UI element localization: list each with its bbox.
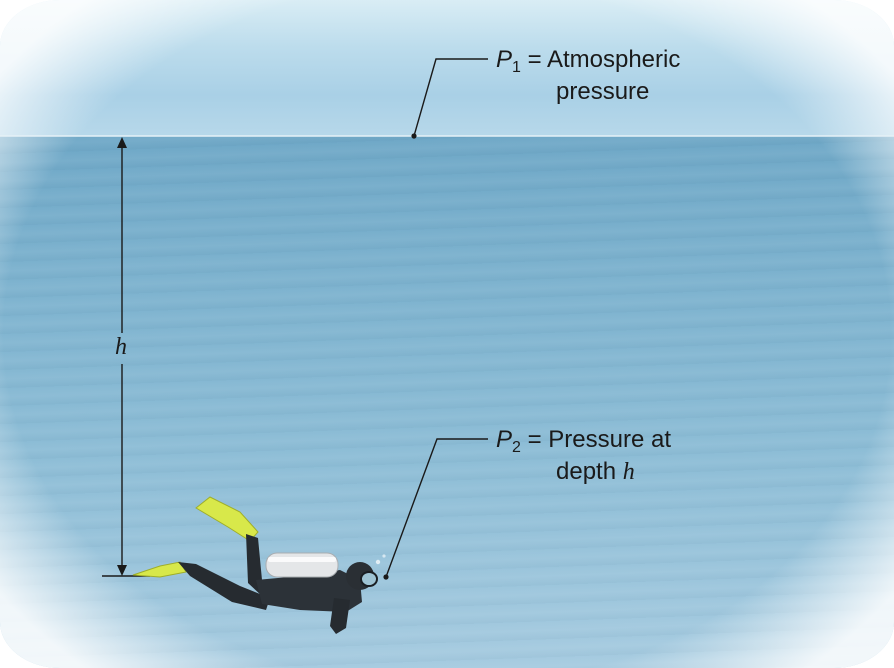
p2-subscript: 2 bbox=[512, 439, 521, 456]
p1-leader-line bbox=[413, 58, 488, 137]
p1-subscript: 1 bbox=[512, 59, 521, 76]
upper-leg bbox=[246, 534, 272, 596]
p2-symbol: P bbox=[496, 426, 513, 453]
p1-label: P1 = Atmospheric bbox=[496, 44, 680, 78]
air-tank bbox=[265, 552, 339, 578]
p1-definition: = Atmospheric bbox=[527, 46, 681, 73]
p2-marker-dot bbox=[383, 574, 389, 580]
p1-label-line2: pressure bbox=[556, 78, 650, 105]
upper-fin bbox=[195, 496, 259, 542]
p2-depth-variable: h bbox=[622, 459, 635, 485]
p1-symbol: P bbox=[496, 46, 513, 73]
scuba-diver bbox=[132, 496, 386, 634]
p2-depth-text: depth bbox=[556, 458, 617, 485]
dive-mask bbox=[360, 571, 378, 587]
lower-leg bbox=[178, 562, 270, 610]
p2-definition: = Pressure at bbox=[527, 426, 671, 453]
p1-marker-dot bbox=[411, 133, 417, 139]
depth-arrow bbox=[102, 137, 150, 577]
p2-leader-line bbox=[385, 438, 488, 578]
p2-label: P2 = Pressure at bbox=[496, 424, 671, 458]
p2-label-line2: depth h bbox=[556, 456, 635, 488]
depth-label: h bbox=[115, 334, 127, 360]
lower-fin bbox=[132, 561, 187, 578]
arm bbox=[330, 598, 350, 634]
